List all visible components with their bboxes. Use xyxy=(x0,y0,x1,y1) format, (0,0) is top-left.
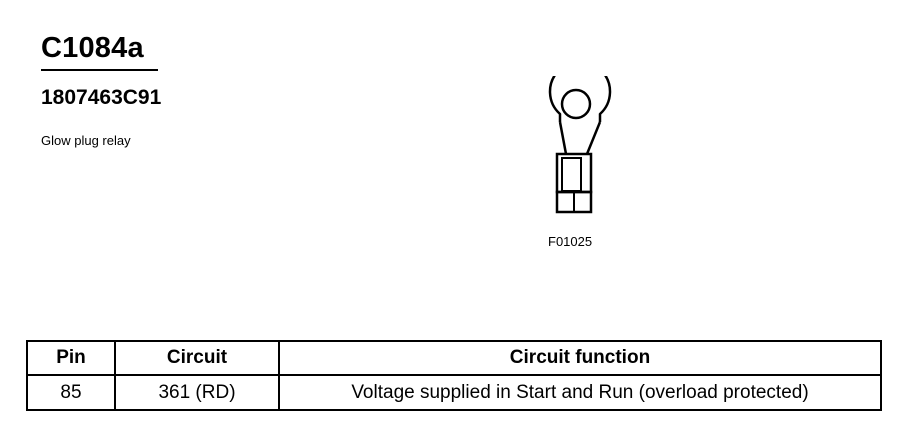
cell-pin: 85 xyxy=(26,374,116,411)
connector-id: C1084a xyxy=(41,32,144,64)
pin-table: Pin Circuit Circuit function 85 361 (RD)… xyxy=(26,340,882,411)
connector-description: Glow plug relay xyxy=(41,133,131,148)
header-pin: Pin xyxy=(26,340,116,376)
cell-circuit-function: Voltage supplied in Start and Run (overl… xyxy=(278,374,882,411)
header-circuit-function: Circuit function xyxy=(278,340,882,376)
title-underline xyxy=(41,69,158,71)
cell-circuit: 361 (RD) xyxy=(114,374,280,411)
header-circuit: Circuit xyxy=(114,340,280,376)
figure-code: F01025 xyxy=(548,234,593,249)
table-row: 85 361 (RD) Voltage supplied in Start an… xyxy=(26,374,882,411)
table-header-row: Pin Circuit Circuit function xyxy=(26,340,882,376)
ring-terminal-icon xyxy=(548,76,612,214)
part-number: 1807463C91 xyxy=(41,86,162,109)
